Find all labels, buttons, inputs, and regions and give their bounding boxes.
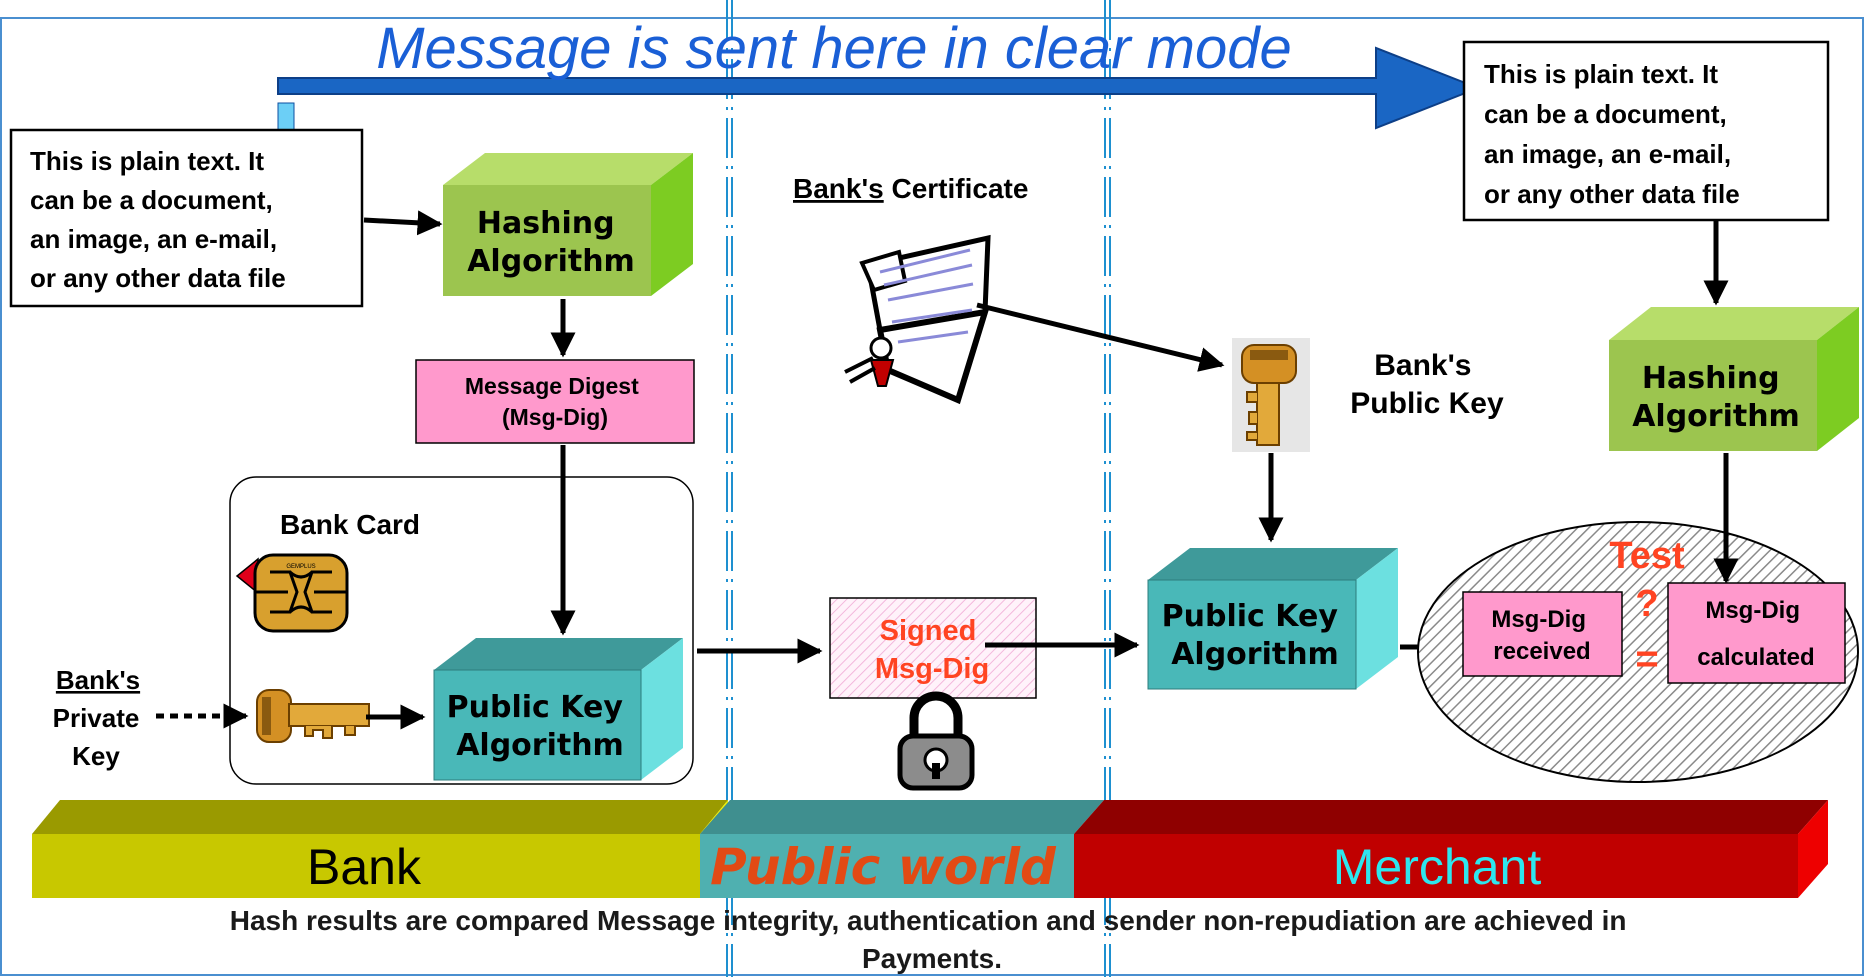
zone-label-public: Public world xyxy=(710,838,1057,896)
smart-chip-icon: GEMPLUS xyxy=(235,553,349,633)
pk-left-line-1: Public Key xyxy=(447,690,624,725)
msg-dig-received-box: Msg-Dig received xyxy=(1462,591,1623,677)
plain-text-box-left: This is plain text. It can be a document… xyxy=(9,128,364,308)
hash-right-line-2: Algorithm xyxy=(1632,399,1800,434)
hash-right-label: Hashing Algorithm xyxy=(1632,361,1800,434)
pk-right-line-2: Algorithm xyxy=(1171,637,1339,672)
hash-left-label: Hashing Algorithm xyxy=(467,206,635,279)
hash-right-line-1: Hashing xyxy=(1642,361,1780,396)
public-key-line-1: Bank's xyxy=(1374,349,1471,382)
plain-right-line-2: can be a document, xyxy=(1484,99,1727,129)
public-key-algorithm-box-right: Public Key Algorithm xyxy=(1147,548,1398,690)
hashing-algorithm-box-right: Hashing Algorithm xyxy=(1609,307,1859,451)
signed-label: Signed Msg-Dig xyxy=(875,615,989,685)
plain-right-line-1: This is plain text. It xyxy=(1484,59,1718,89)
plain-line-1: This is plain text. It xyxy=(30,146,264,176)
signed-line-2: Msg-Dig xyxy=(875,653,989,685)
question-mark: ? xyxy=(1635,583,1658,625)
test-label: Test xyxy=(1609,535,1685,577)
plain-text-box-right: This is plain text. It can be a document… xyxy=(1462,40,1830,222)
msg-dig-calculated-box: Msg-Dig calculated xyxy=(1667,582,1846,684)
equals-sign: = xyxy=(1635,637,1658,681)
public-key-algorithm-box-left: Public Key Algorithm xyxy=(433,638,683,781)
arrow-text-to-hash xyxy=(363,210,443,236)
plain-line-3: an image, an e-mail, xyxy=(30,224,277,254)
chip-brand: GEMPLUS xyxy=(286,564,315,570)
signed-line-1: Signed xyxy=(880,615,977,647)
plain-line-4: or any other data file xyxy=(30,263,286,293)
received-line-2: received xyxy=(1493,638,1590,665)
digest-line-1: Message Digest xyxy=(465,373,639,399)
public-key-label: Bank's Public Key xyxy=(1350,349,1504,420)
zone-dividers xyxy=(726,0,1111,977)
plain-line-2: can be a document, xyxy=(30,185,273,215)
private-key-line-1: Bank's xyxy=(56,665,140,695)
plain-right-line-4: or any other data file xyxy=(1484,179,1740,209)
plain-text-left-lines: This is plain text. It can be a document… xyxy=(30,146,286,293)
received-line-1: Msg-Dig xyxy=(1491,606,1586,633)
certificate-icon xyxy=(844,234,991,405)
caption: Hash results are compared Message integr… xyxy=(230,905,1635,974)
hash-left-line-2: Algorithm xyxy=(467,244,635,279)
private-key-line-2: Private xyxy=(53,703,140,733)
signed-msg-dig-box: Signed Msg-Dig xyxy=(829,597,1037,699)
private-key-label: Bank's Private Key xyxy=(53,665,140,771)
public-key-icon xyxy=(1232,338,1310,452)
caption-line-1: Hash results are compared Message integr… xyxy=(230,905,1627,936)
zone-bar-bank xyxy=(32,800,728,898)
bank-card-label: Bank Card xyxy=(280,509,420,540)
digest-line-2: (Msg-Dig) xyxy=(502,404,608,430)
caption-line-2: Payments. xyxy=(862,943,1002,974)
plain-text-right-lines: This is plain text. It can be a document… xyxy=(1484,59,1740,209)
hashing-algorithm-box-left: Hashing Algorithm xyxy=(443,153,693,296)
calculated-line-2: calculated xyxy=(1697,644,1814,671)
pk-left-line-2: Algorithm xyxy=(456,728,624,763)
message-digest-box: Message Digest (Msg-Dig) xyxy=(415,359,695,444)
private-key-line-3: Key xyxy=(72,741,120,771)
padlock-icon xyxy=(897,691,975,791)
outer-frame xyxy=(0,17,1864,976)
zone-bar-public xyxy=(700,800,1104,898)
certificate-underlined: Bank's xyxy=(793,173,884,204)
plain-right-line-3: an image, an e-mail, xyxy=(1484,139,1731,169)
digest-label: Message Digest (Msg-Dig) xyxy=(465,373,645,430)
zone-bar-merchant xyxy=(1074,800,1828,898)
zone-label-merchant: Merchant xyxy=(1333,839,1542,895)
calculated-label: Msg-Dig calculated xyxy=(1697,597,1814,671)
pk-left-label: Public Key Algorithm xyxy=(447,690,634,763)
hash-left-line-1: Hashing xyxy=(477,206,615,241)
pk-right-line-1: Public Key xyxy=(1162,599,1339,634)
private-key-icon xyxy=(256,689,370,743)
zone-label-bank: Bank xyxy=(307,839,422,895)
pk-right-label: Public Key Algorithm xyxy=(1162,599,1349,672)
banner-text: Message is sent here in clear mode xyxy=(376,16,1292,81)
arrow-cert-to-public-key xyxy=(976,302,1225,372)
certificate-label: Bank's Certificate xyxy=(793,173,1028,204)
public-key-line-2: Public Key xyxy=(1350,387,1504,420)
calculated-line-1: Msg-Dig xyxy=(1705,597,1800,624)
certificate-rest: Certificate xyxy=(884,173,1029,204)
received-label: Msg-Dig received xyxy=(1491,606,1592,665)
